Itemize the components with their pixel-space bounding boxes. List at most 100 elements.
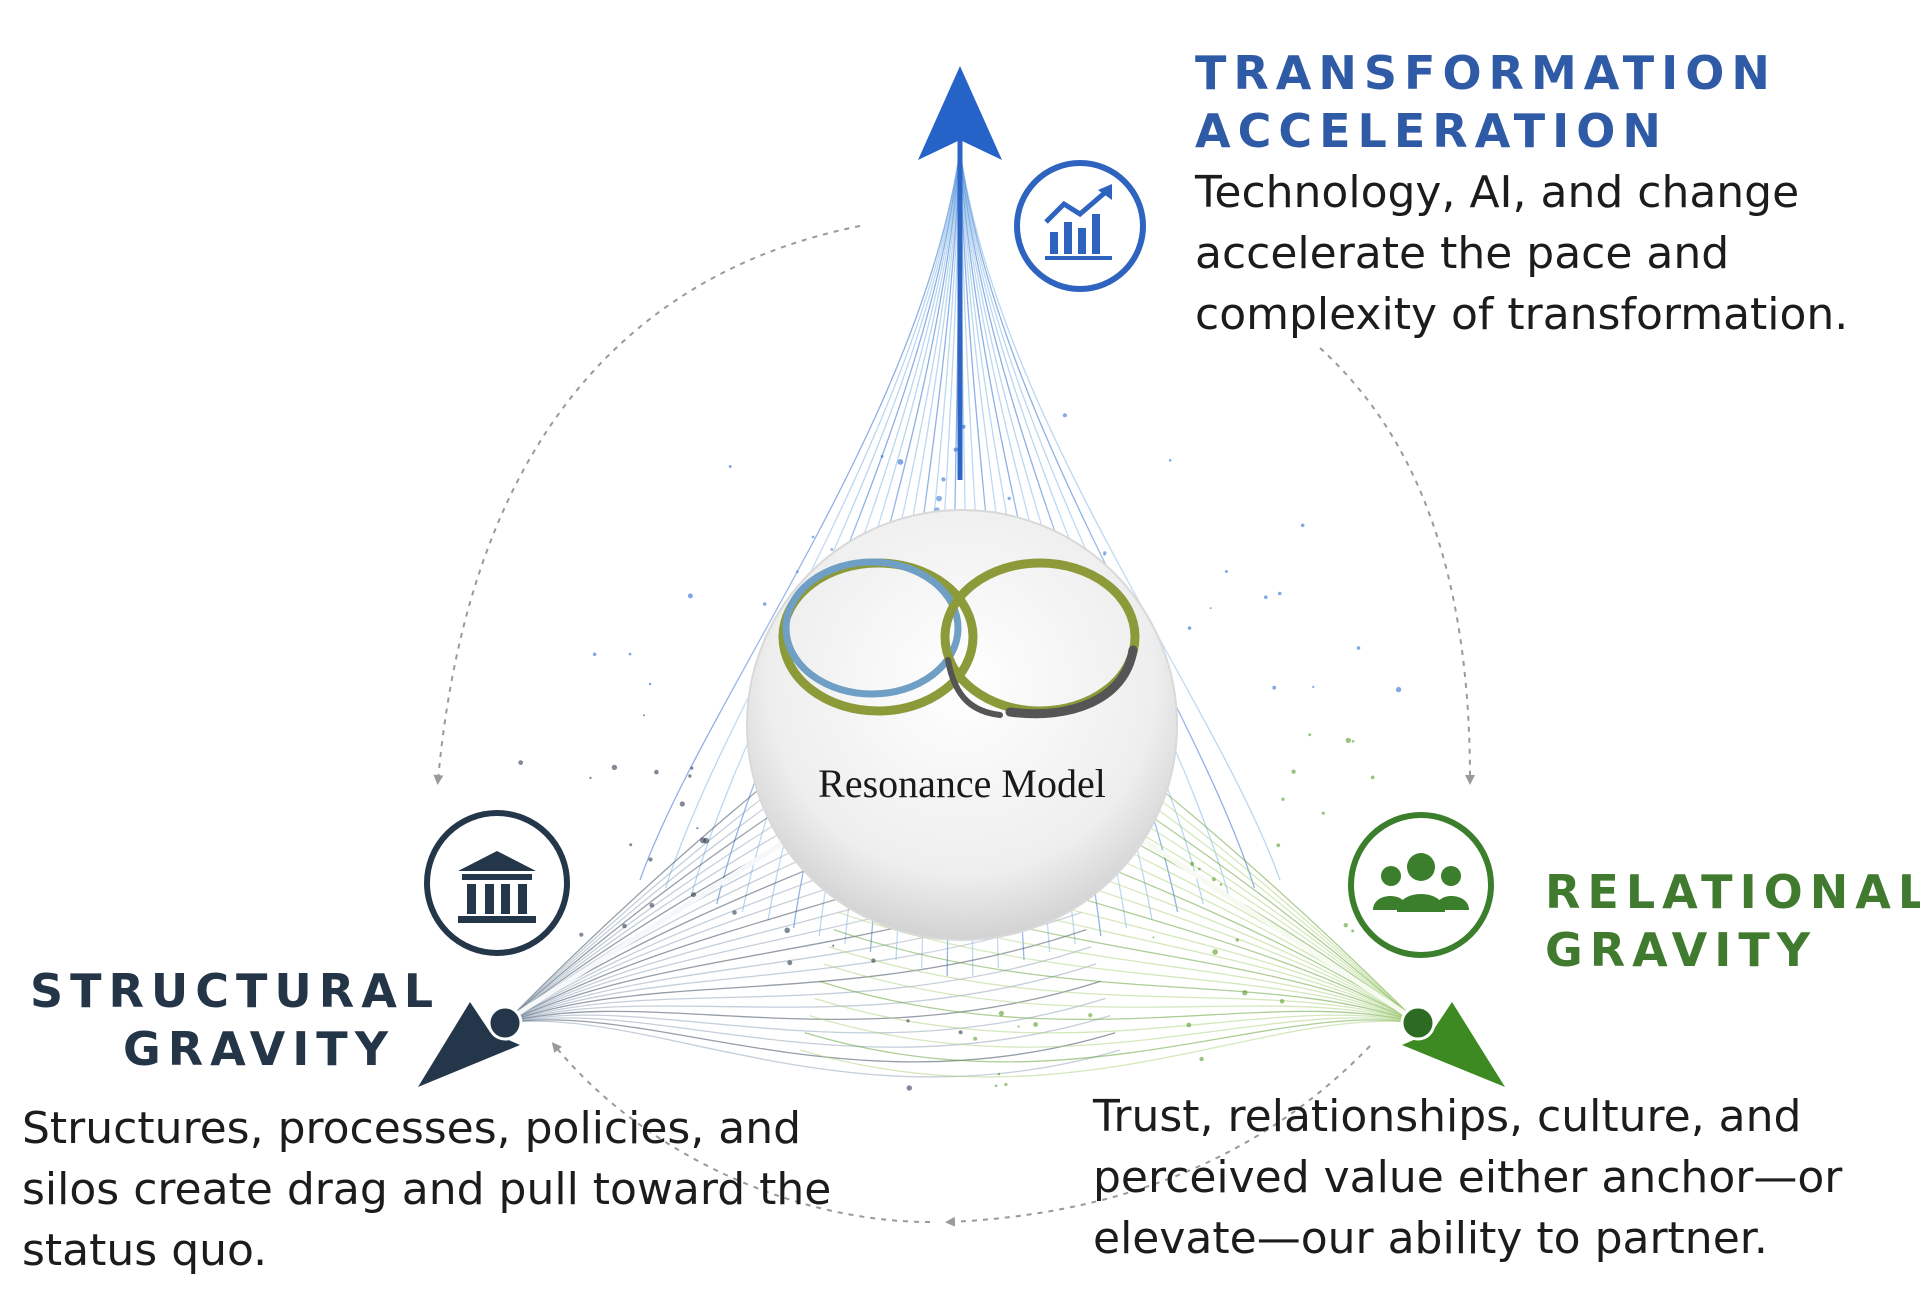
transformation-description: Technology, AI, and change accelerate th… [1195, 167, 1849, 340]
spine-left [506, 832, 797, 1023]
particle-dot [1199, 1056, 1204, 1062]
particle-dot [1152, 936, 1155, 939]
arrowhead-up [918, 66, 1002, 160]
particle-dot [1272, 685, 1277, 690]
relational-heading: RELATIONAL GRAVITY [1545, 865, 1920, 977]
stream-line [504, 997, 1106, 1034]
particle-dot [1279, 999, 1285, 1004]
particle-dot [1356, 646, 1361, 650]
particle-dot [1351, 740, 1355, 743]
particle-dot [649, 902, 655, 908]
stream-line [804, 1019, 1419, 1063]
cycle-arc-right-upper [1319, 347, 1475, 785]
particle-dot [958, 1030, 963, 1035]
particle-dot [592, 652, 597, 657]
particle-dot [1277, 591, 1282, 596]
particle-dot [1291, 769, 1296, 774]
particle-dot [629, 843, 633, 847]
particle-dot [1004, 1082, 1008, 1087]
particle-dot [1186, 1022, 1192, 1028]
particle-dot [998, 1010, 1005, 1017]
particle-dot [973, 1036, 978, 1041]
particle-dot [906, 1085, 912, 1091]
particle-dot [690, 766, 694, 770]
particle-dot [732, 910, 737, 915]
axis-spines [506, 130, 1417, 1023]
particle-dot [906, 1019, 910, 1023]
growth-chart-icon [1014, 160, 1146, 292]
particle-dot [994, 1084, 998, 1087]
particle-dot [728, 465, 732, 468]
stream-line [504, 1014, 1111, 1048]
particle-dot [696, 827, 699, 830]
spine-right [1133, 832, 1417, 1023]
stream-line [504, 1020, 1121, 1078]
particle-dot [579, 932, 584, 937]
particle-dot [1209, 607, 1212, 610]
stream-line [819, 980, 1419, 1024]
particle-dot [1242, 990, 1248, 996]
particle-dot [871, 958, 876, 963]
arrowhead-right [1402, 1002, 1505, 1087]
transformation-heading: TRANSFORMATION ACCELERATION [1195, 46, 1777, 158]
particle-dot [628, 652, 632, 656]
particle-dot [832, 944, 835, 947]
structural-description: Structures, processes, policies, and sil… [22, 1103, 832, 1276]
center-disc [746, 509, 1178, 941]
joint-dot-right [1400, 1005, 1436, 1041]
structural-heading: STRUCTURAL GRAVITY [30, 964, 441, 1076]
particle-dot [648, 857, 653, 862]
particle-dot [703, 837, 709, 844]
particle-dot [642, 714, 645, 717]
particle-dot [1190, 861, 1195, 867]
particle-dot [784, 927, 790, 934]
cycle-arc-bottom-left [551, 1042, 931, 1223]
particle-dot [1033, 1022, 1038, 1027]
particle-dot [648, 682, 652, 686]
particle-dot [1300, 523, 1305, 528]
particle-dot [1345, 737, 1352, 744]
particle-dot [1088, 1013, 1093, 1018]
particle-dot [1395, 686, 1402, 693]
particle-dot [679, 801, 685, 807]
center-label: Resonance Model [818, 761, 1106, 806]
cycle-arc-left-upper [433, 225, 861, 785]
particle-dots [518, 413, 1402, 1091]
particle-dot [1198, 867, 1201, 871]
particle-dot [1062, 413, 1067, 418]
particle-dot [1264, 595, 1268, 599]
particle-dot [897, 459, 904, 465]
institution-building-icon [424, 810, 570, 956]
particle-dot [787, 960, 793, 966]
cycle-arcs [433, 225, 1475, 1227]
relational-description: Trust, relationships, culture, and perce… [1093, 1091, 1843, 1264]
particle-dot [691, 892, 697, 898]
stream-line [504, 1019, 1116, 1063]
people-group-icon [1348, 812, 1494, 958]
particle-dot [1168, 459, 1172, 462]
particle-dot [1211, 877, 1216, 882]
particle-dot [518, 760, 524, 765]
particle-dot [688, 774, 692, 778]
particle-dot [1219, 883, 1223, 886]
particle-dot [1370, 775, 1375, 780]
cycle-arc-bottom-right [945, 1045, 1371, 1227]
particle-dot [1308, 733, 1312, 737]
particle-dot [1017, 1025, 1020, 1028]
particle-dot [1312, 685, 1315, 689]
particle-dot [589, 776, 592, 780]
particle-dot [953, 447, 958, 452]
joint-dot-left [487, 1005, 523, 1041]
particle-dot [1212, 949, 1218, 955]
stream-line [814, 997, 1419, 1034]
stream-line [504, 980, 1101, 1024]
stream-line [799, 1020, 1419, 1078]
particle-dot [1343, 923, 1349, 928]
particle-dot [1321, 811, 1325, 815]
particle-dot [997, 1072, 1001, 1076]
particle-dot [1281, 797, 1285, 801]
arrowhead-left [418, 1002, 520, 1087]
particle-dot [654, 769, 659, 775]
